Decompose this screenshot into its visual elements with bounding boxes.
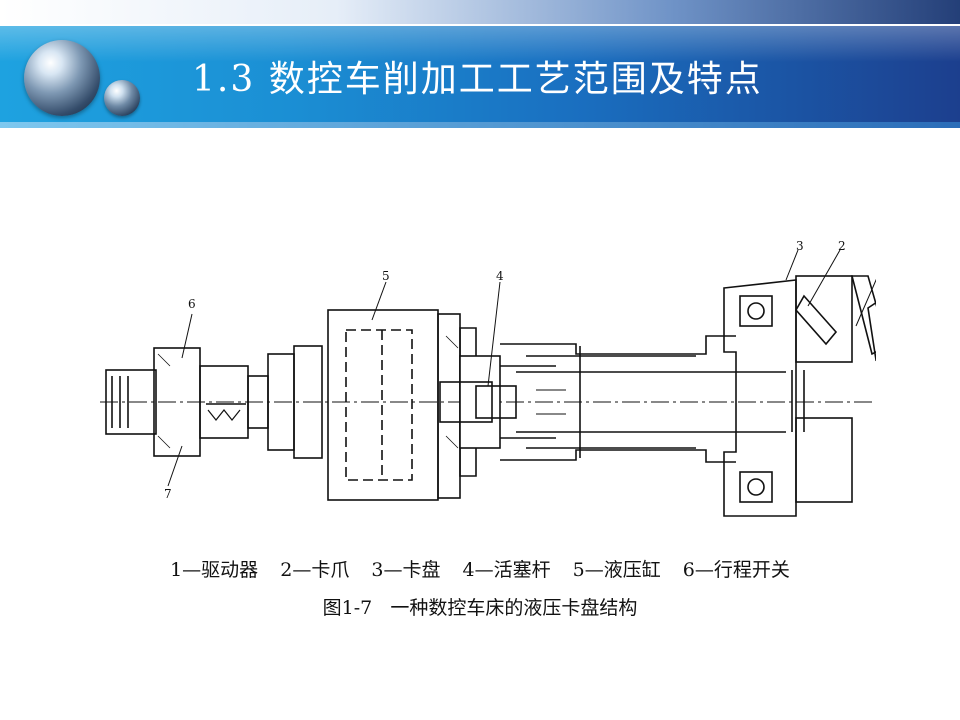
legend-item-3: 3—卡盘 (371, 559, 441, 581)
caption-text: 一种数控车床的液压卡盘结构 (390, 597, 638, 619)
figure-caption: 图1-7 一种数控车床的液压卡盘结构 (0, 593, 960, 620)
header-main-band (0, 26, 960, 122)
part-label-7: 7 (164, 487, 172, 501)
legend-item-5: 5—液压缸 (572, 559, 661, 581)
header-top-band (0, 0, 960, 24)
part-label-3: 3 (796, 239, 804, 253)
legend-item-2: 2—卡爪 (280, 559, 350, 581)
header-bottom-line (0, 122, 960, 128)
header-shine (0, 26, 960, 62)
globe-logo-small (104, 80, 140, 116)
figure-legend: 1—驱动器 2—卡爪 3—卡盘 4—活塞杆 5—液压缸 6—行程开关 (0, 555, 960, 582)
caption-number: 图1-7 (322, 597, 373, 619)
hydraulic-chuck-diagram: 1 2 3 4 5 6 7 (100, 239, 876, 517)
legend-item-1: 1—驱动器 (170, 559, 259, 581)
legend-item-6: 6—行程开关 (682, 559, 790, 581)
slide-header: 1.3 数控车削加工工艺范围及特点 (0, 0, 960, 130)
part-label-4: 4 (496, 269, 504, 283)
part-label-6: 6 (188, 297, 196, 311)
slide-title: 1.3 数控车削加工工艺范围及特点 (192, 59, 763, 100)
part-label-5: 5 (382, 269, 390, 283)
globe-logo-large (24, 40, 100, 116)
legend-item-4: 4—活塞杆 (462, 559, 551, 581)
part-label-2: 2 (838, 239, 846, 253)
